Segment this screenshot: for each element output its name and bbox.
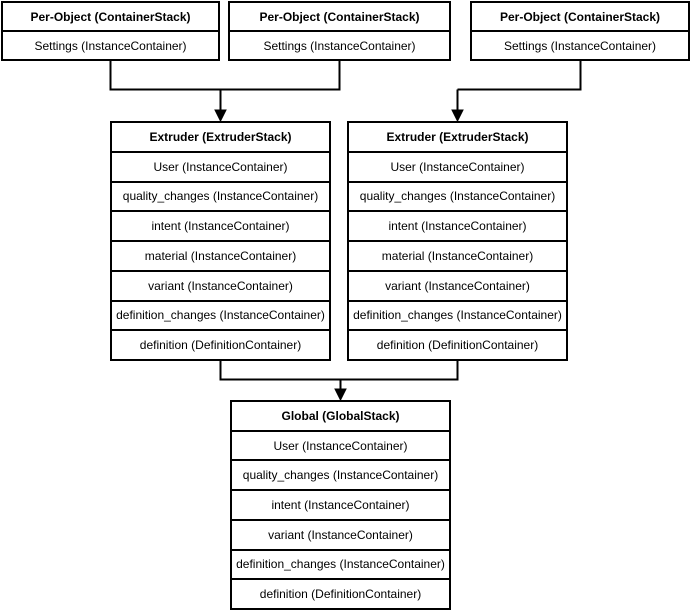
per-object-stack-2: Per-Object (ContainerStack) Settings (In… [228, 1, 451, 61]
row-quality-changes: quality_changes (InstanceContainer) [112, 180, 329, 211]
row-user: User (InstanceContainer) [112, 150, 329, 181]
arrowhead-extruder-1 [214, 109, 227, 123]
row-definition-changes: definition_changes (InstanceContainer) [349, 299, 566, 330]
arrowhead-extruder-2 [451, 109, 464, 123]
row-user: User (InstanceContainer) [349, 150, 566, 181]
row-definition-changes: definition_changes (InstanceContainer) [112, 299, 329, 330]
connector-perobject-to-extruder-2 [456, 61, 582, 111]
extruder-stack-1-title: Extruder (ExtruderStack) [149, 129, 292, 144]
connector-extruders-to-global [219, 361, 459, 390]
extruder-stack-1: Extruder (ExtruderStack) User (InstanceC… [110, 121, 331, 361]
row-quality-changes: quality_changes (InstanceContainer) [349, 180, 566, 211]
row-variant: variant (InstanceContainer) [232, 518, 449, 549]
global-stack: Global (GlobalStack) User (InstanceConta… [230, 400, 451, 610]
row-settings: Settings (InstanceContainer) [230, 30, 449, 59]
row-material: material (InstanceContainer) [349, 240, 566, 270]
per-object-stack-2-title: Per-Object (ContainerStack) [259, 9, 420, 24]
row-quality-changes: quality_changes (InstanceContainer) [232, 459, 449, 489]
row-intent: intent (InstanceContainer) [232, 489, 449, 519]
row-definition: definition (DefinitionContainer) [349, 329, 566, 359]
extruder-stack-2: Extruder (ExtruderStack) User (InstanceC… [347, 121, 568, 361]
extruder-stack-2-title: Extruder (ExtruderStack) [386, 129, 529, 144]
per-object-stack-3-title: Per-Object (ContainerStack) [499, 9, 661, 24]
row-settings: Settings (InstanceContainer) [472, 30, 688, 59]
row-user: User (InstanceContainer) [232, 429, 449, 460]
row-settings: Settings (InstanceContainer) [3, 30, 218, 59]
row-material: material (InstanceContainer) [112, 240, 329, 270]
global-stack-title: Global (GlobalStack) [281, 408, 400, 423]
row-intent: intent (InstanceContainer) [112, 210, 329, 240]
connector-perobject-to-extruder-1 [109, 61, 341, 111]
per-object-stack-1: Per-Object (ContainerStack) Settings (In… [1, 1, 220, 61]
arrowhead-global [334, 388, 347, 402]
row-definition: definition (DefinitionContainer) [112, 329, 329, 359]
row-intent: intent (InstanceContainer) [349, 210, 566, 240]
per-object-stack-3: Per-Object (ContainerStack) Settings (In… [470, 1, 690, 61]
row-variant: variant (InstanceContainer) [349, 269, 566, 300]
per-object-stack-1-title: Per-Object (ContainerStack) [30, 9, 191, 24]
row-definition: definition (DefinitionContainer) [232, 578, 449, 608]
row-definition-changes: definition_changes (InstanceContainer) [232, 548, 449, 579]
row-variant: variant (InstanceContainer) [112, 269, 329, 300]
